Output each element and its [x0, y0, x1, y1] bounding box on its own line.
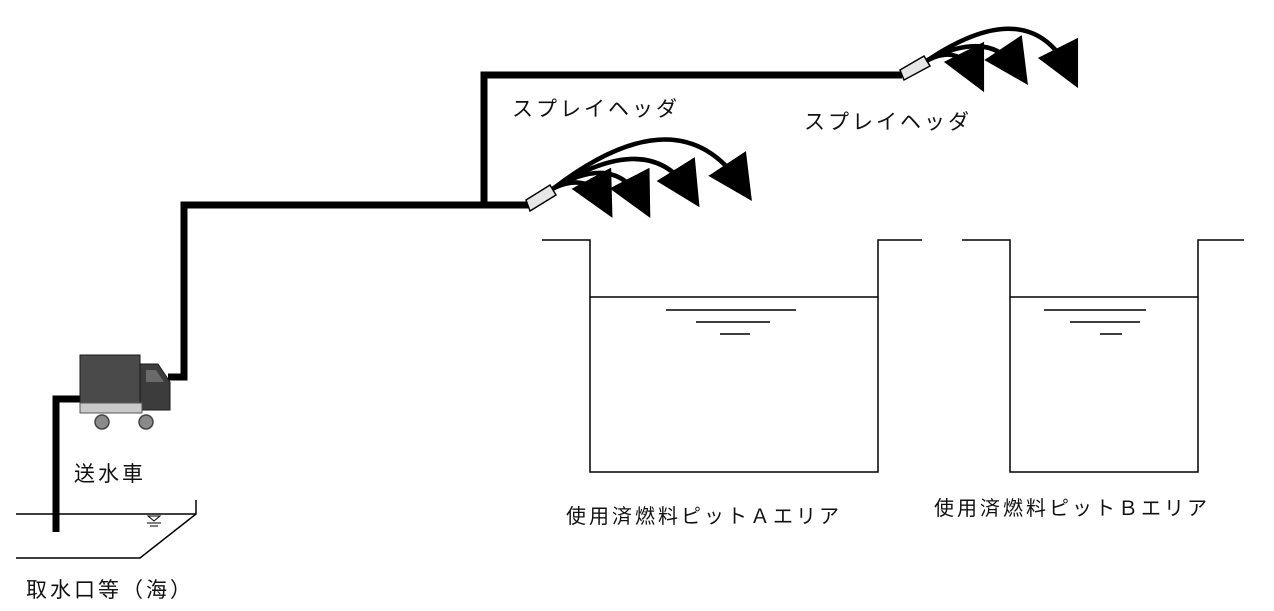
pit-b-outline — [962, 239, 1244, 473]
water-level-mark-icon — [666, 309, 796, 335]
spray-header-b — [899, 26, 1079, 93]
truck-label: 送水車 — [74, 462, 146, 486]
suction-hose — [52, 395, 82, 532]
water-supply-truck-icon — [79, 354, 171, 430]
discharge-hose — [168, 71, 902, 381]
spent-fuel-pit-b — [962, 239, 1244, 473]
spent-fuel-pit-a — [542, 239, 922, 473]
pit-a-outline — [542, 239, 922, 473]
pit-b-label: 使用済燃料ピットＢエリア — [934, 496, 1210, 520]
water-level-mark-icon — [1044, 309, 1146, 335]
spray-header-a-label: スプレイヘッダ — [512, 97, 680, 121]
spray-nozzle-icon — [899, 54, 932, 82]
spray-jets-b — [925, 26, 1079, 93]
spray-jets-a — [551, 137, 752, 218]
pit-a-label: 使用済燃料ピットＡエリア — [566, 504, 842, 528]
supply-hose — [52, 71, 902, 532]
water-intake — [16, 500, 197, 559]
spray-nozzle-icon — [525, 183, 558, 213]
intake-label: 取水口等（海） — [26, 578, 194, 602]
water-level-mark-icon — [146, 515, 162, 527]
spray-header-b-label: スプレイヘッダ — [804, 110, 972, 134]
intake-basin-outline — [16, 500, 197, 559]
spray-header-a — [525, 137, 752, 218]
